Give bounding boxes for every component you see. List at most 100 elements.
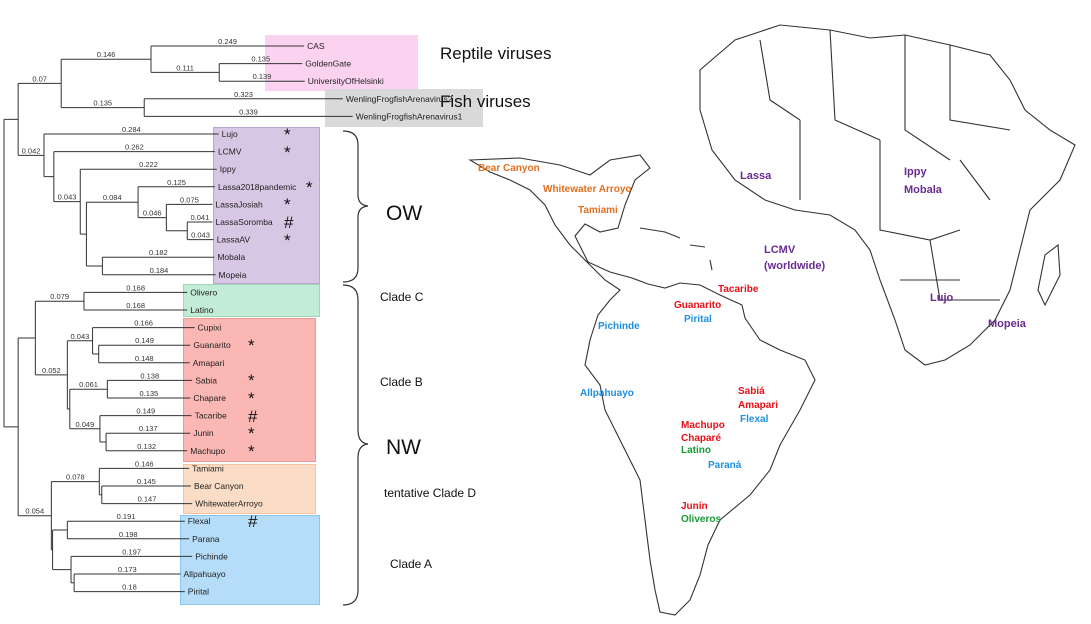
- leaf-label: CAS: [307, 41, 325, 51]
- asterisk-marker: *: [284, 230, 291, 250]
- leaf-label: Pirital: [188, 587, 209, 597]
- map-label-parana: Paraná: [708, 460, 742, 471]
- nw-brace: [342, 284, 369, 606]
- map-label-lcmv: LCMV: [764, 244, 796, 256]
- map-label-guanarito: Guanarito: [674, 300, 722, 311]
- africa-outline: [699, 24, 1076, 366]
- branch-length-label: 0.262: [125, 143, 144, 152]
- map-label-chapare: Chaparé: [681, 433, 722, 444]
- leaf-label: Machupo: [190, 446, 225, 456]
- branch-length-label: 0.054: [25, 507, 44, 516]
- branch-length-label: 0.148: [135, 354, 154, 363]
- leaf-label: WenlingFrogfishArenavirus2: [346, 94, 453, 104]
- map-label-whitewater: Whitewater Arroyo: [543, 184, 632, 195]
- map-label-oliveros: Oliveros: [681, 514, 722, 525]
- map-label-junin: Junín: [681, 501, 708, 512]
- branch-length-label: 0.139: [253, 72, 272, 81]
- map-label-pichinde: Pichinde: [598, 321, 640, 332]
- branch-length-label: 0.084: [103, 193, 122, 202]
- leaf-label: Bear Canyon: [194, 481, 244, 491]
- asterisk-marker: *: [284, 125, 291, 144]
- branch-length-label: 0.135: [251, 55, 270, 64]
- branch-length-label: 0.049: [75, 420, 94, 429]
- branch-length-label: 0.198: [119, 530, 138, 539]
- branch-length-label: 0.323: [234, 90, 253, 99]
- africa-borders: [759, 29, 1011, 301]
- asterisk-marker: *: [248, 371, 255, 391]
- nw-label: NW: [386, 436, 421, 459]
- leaf-label: Ippy: [220, 164, 237, 174]
- branch-length-label: 0.061: [79, 380, 98, 389]
- leaf-label: Olivero: [190, 287, 217, 297]
- map-label-bear-canyon: Bear Canyon: [478, 163, 540, 174]
- branch-length-label: 0.222: [139, 160, 158, 169]
- leaf-label: Lassa2018pandemic: [218, 182, 297, 192]
- map-label-lujo: Lujo: [930, 292, 954, 304]
- clade-a-label: Clade A: [390, 557, 433, 571]
- leaf-label: Junin: [193, 428, 214, 438]
- caribbean-islands: [639, 227, 713, 271]
- branch-length-label: 0.135: [93, 99, 112, 108]
- leaf-label: Parana: [192, 534, 220, 544]
- leaf-label: Allpahuayo: [184, 569, 226, 579]
- clade-d-label: tentative Clade D: [384, 486, 477, 500]
- leaf-label: Latino: [190, 305, 213, 315]
- branch-length-label: 0.135: [139, 389, 158, 398]
- leaf-label: Pichinde: [195, 551, 228, 561]
- clade-a-box: [180, 515, 320, 605]
- branch-length-label: 0.146: [135, 459, 154, 468]
- leaf-label: GoldenGate: [305, 59, 351, 69]
- map-label-machupo: Machupo: [681, 420, 725, 431]
- clade-c-label: Clade C: [380, 290, 424, 304]
- branch-length-label: 0.078: [66, 473, 85, 482]
- ow-label: OW: [386, 202, 423, 225]
- leaf-label: Amapari: [193, 358, 225, 368]
- map-label-tamiami: Tamiami: [578, 205, 618, 216]
- branch-length-label: 0.079: [50, 292, 69, 301]
- asterisk-marker: *: [284, 195, 291, 215]
- map-label-sabia: Sabiá: [738, 386, 765, 397]
- branch-length-label: 0.132: [137, 442, 156, 451]
- branch-length-label: 0.339: [239, 107, 258, 116]
- asterisk-marker: *: [248, 389, 255, 408]
- branch-length-label: 0.046: [143, 209, 162, 218]
- clade-c-box: [183, 284, 320, 317]
- branch-length-label: 0.147: [138, 495, 157, 504]
- branch-length-label: 0.075: [180, 195, 199, 204]
- branch-length-label: 0.149: [136, 407, 155, 416]
- clade-d-box: [183, 464, 316, 514]
- map-label-mopeia: Mopeia: [988, 318, 1026, 330]
- map-label-tacaribe: Tacaribe: [718, 284, 759, 295]
- branch-length-label: 0.145: [137, 477, 156, 486]
- map-label-mobala: Mobala: [904, 184, 942, 196]
- branch-length-label: 0.166: [134, 319, 153, 328]
- branch-length-label: 0.07: [32, 74, 47, 83]
- leaf-label: LassaJosiah: [215, 199, 263, 209]
- clade-b-label: Clade B: [380, 375, 423, 389]
- branch-length-label: 0.043: [191, 231, 210, 240]
- branch-length-label: 0.284: [122, 125, 141, 134]
- leaf-label: Mobala: [217, 252, 245, 262]
- branch-length-label: 0.125: [167, 178, 186, 187]
- americas-outline: [468, 154, 816, 616]
- branch-length-label: 0.173: [118, 565, 137, 574]
- map-label-pirital: Pirital: [684, 314, 712, 325]
- leaf-label: LCMV: [218, 147, 242, 157]
- branch-length-label: 0.041: [190, 213, 209, 222]
- leaf-label: Tamiami: [192, 463, 224, 473]
- branch-length-label: 0.168: [126, 283, 145, 292]
- clade-b-box: [183, 318, 316, 462]
- branch-length-label: 0.197: [122, 547, 141, 556]
- map-label-worldwide: (worldwide): [764, 260, 826, 272]
- leaf-label: WhitewaterArroyo: [195, 499, 263, 509]
- branch-length-label: 0.111: [176, 63, 194, 72]
- leaf-label: WenlingFrogfishArenavirus1: [356, 111, 463, 121]
- fish-viruses-label: Fish viruses: [440, 92, 531, 111]
- leaf-label: UniversityOfHelsinki: [308, 76, 384, 86]
- branch-length-label: 0.182: [149, 248, 168, 257]
- asterisk-marker: *: [248, 336, 255, 356]
- branch-length-label: 0.249: [218, 37, 237, 46]
- branch-length-label: 0.146: [97, 50, 116, 59]
